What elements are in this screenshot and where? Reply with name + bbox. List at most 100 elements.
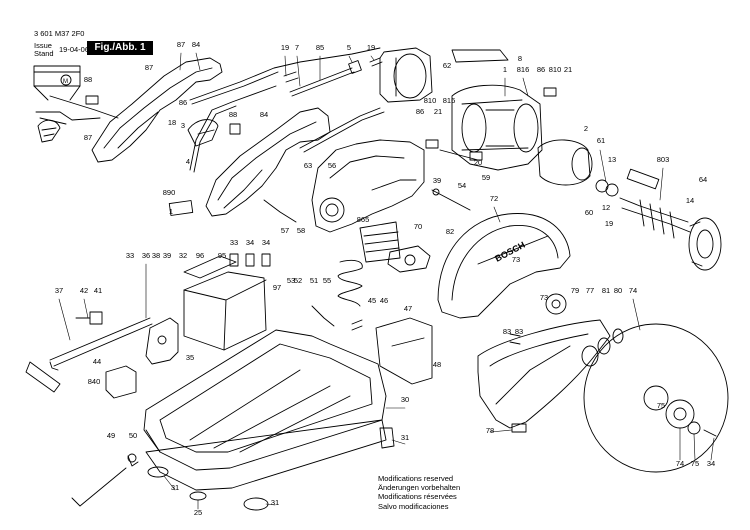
callout-number: 81 — [602, 286, 610, 295]
callout-number: 77 — [586, 286, 594, 295]
callout-number: 816 — [517, 65, 530, 74]
callout-number: 86 — [179, 98, 187, 107]
callout-number: 810 — [549, 65, 562, 74]
callout-number: 14 — [686, 196, 694, 205]
leader-lines — [58, 52, 715, 510]
callout-number: 890 — [163, 188, 176, 197]
field-coil-housing — [451, 84, 543, 171]
callout-number: 42 — [80, 286, 88, 295]
filter-sheet — [451, 49, 509, 63]
callout-number: 87 — [177, 40, 185, 49]
callout-number: 52 — [294, 276, 302, 285]
lower-blade-guard — [477, 319, 611, 429]
callout-number: 33 — [126, 251, 134, 260]
callout-number: 4 — [186, 157, 190, 166]
callout-number: 84 — [260, 110, 268, 119]
modifications-line: Salvo modificaciones — [378, 501, 449, 511]
callout-number: 57 — [281, 226, 289, 235]
callout-number: 3 — [181, 121, 185, 130]
callout-number: 35 — [186, 353, 194, 362]
bolts-center — [229, 253, 363, 331]
callout-number: 61 — [597, 136, 605, 145]
callout-number: 31 — [271, 498, 279, 507]
callout-number: 12 — [602, 203, 610, 212]
callout-number: 85 — [316, 43, 324, 52]
callout-number: 87 — [145, 63, 153, 72]
callout-number: 34 — [262, 238, 270, 247]
callout-number: 51 — [310, 276, 318, 285]
issue-label: Issue — [34, 41, 52, 50]
callout-number: 56 — [328, 161, 336, 170]
callout-number: 96 — [196, 251, 204, 260]
callout-number: 19 — [367, 43, 375, 52]
callout-number: 64 — [699, 175, 707, 184]
callout-number: 63 — [304, 161, 312, 170]
callout-number: 5 — [347, 43, 351, 52]
callout-number: 88 — [229, 110, 237, 119]
callout-number: 53 — [287, 276, 295, 285]
callout-number: 50 — [129, 431, 137, 440]
vise-jaw — [75, 311, 103, 325]
brush-holders — [425, 87, 557, 161]
callout-number: 25 — [194, 508, 202, 517]
document-number: 3 601 M37 2F0 — [34, 29, 85, 38]
callout-number: 83 — [515, 327, 523, 336]
stator-ring — [379, 47, 433, 103]
callout-number: 34 — [707, 459, 715, 468]
guard-fasteners — [509, 293, 567, 433]
callout-number: 60 — [585, 208, 593, 217]
motor-housing-right — [311, 139, 425, 233]
callout-number: 39 — [433, 176, 441, 185]
return-spring — [337, 259, 363, 307]
callout-number: 95 — [218, 251, 226, 260]
callout-number: 1 — [503, 65, 507, 74]
callout-number: 47 — [404, 304, 412, 313]
modifications-line: Modifications réservées — [378, 492, 457, 502]
vise-spindle — [25, 317, 153, 393]
callout-number: 74 — [629, 286, 637, 295]
callout-number: 83 — [503, 327, 511, 336]
callout-number: 49 — [107, 431, 115, 440]
callout-number: 58 — [297, 226, 305, 235]
handle-left-half — [91, 57, 223, 163]
outer-flange — [665, 399, 717, 437]
callout-number: 19 — [281, 43, 289, 52]
issue-date: 19-04-06 — [59, 45, 90, 54]
callout-number: 13 — [608, 155, 616, 164]
motor-symbol: M — [63, 79, 68, 85]
callout-number: 37 — [55, 286, 63, 295]
callout-number: 31 — [401, 433, 409, 442]
callout-number: 816 — [443, 96, 456, 105]
flange-plate — [387, 245, 431, 273]
figure-label: Fig./Abb. 1 — [87, 41, 153, 55]
callout-number: 45 — [368, 296, 376, 305]
callout-number: 18 — [168, 118, 176, 127]
switch-parts — [168, 119, 241, 216]
callout-number: 865 — [357, 215, 370, 224]
callout-number: 73 — [512, 255, 520, 264]
callout-number: 54 — [458, 181, 466, 190]
cord-switch-assembly — [33, 65, 119, 143]
callout-number: 88 — [84, 75, 92, 84]
callout-number: 41 — [94, 286, 102, 295]
inner-flange-stack — [581, 328, 624, 367]
callout-number: 55 — [323, 276, 331, 285]
callout-number: 62 — [443, 61, 451, 70]
callout-number: 8 — [518, 54, 522, 63]
callout-number: 82 — [446, 227, 454, 236]
callout-number: 36 — [142, 251, 150, 260]
callout-number: 59 — [482, 173, 490, 182]
callout-number: 39 — [163, 251, 171, 260]
callout-number: 21 — [564, 65, 572, 74]
hex-key — [71, 453, 139, 507]
brand-mark: BOSCH — [493, 240, 526, 264]
callout-number: 75 — [691, 459, 699, 468]
callout-number: 75 — [657, 401, 665, 410]
callout-number: 840 — [88, 377, 101, 386]
pivot-bolt — [431, 188, 471, 211]
side-panel — [375, 317, 433, 385]
tray — [183, 255, 237, 279]
base-plate — [143, 329, 387, 491]
stand-label: Stand — [34, 49, 54, 58]
